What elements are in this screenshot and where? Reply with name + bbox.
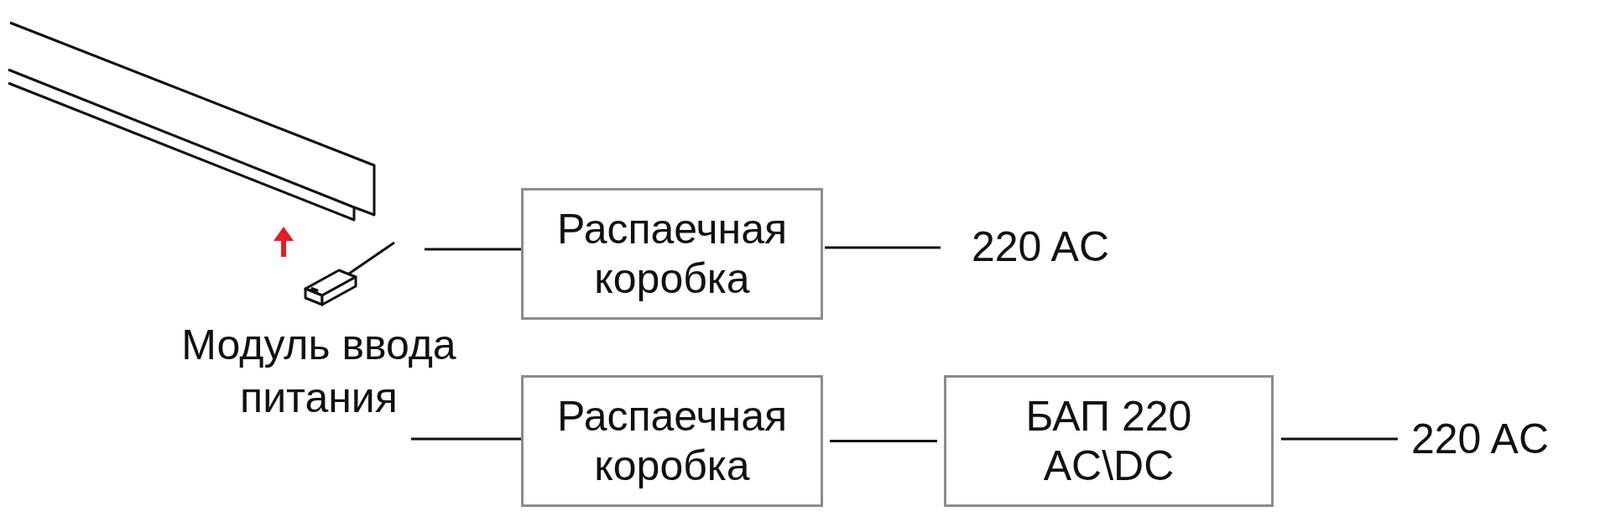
voltage-label: 220 AC: [1411, 412, 1592, 466]
box-text: Распаечная коробка: [537, 204, 807, 304]
box-text: БАП 220 AC\DC: [979, 391, 1240, 491]
process-box: Распаечная коробка: [521, 187, 824, 320]
process-box: Распаечная коробка: [521, 375, 824, 507]
process-box: БАП 220 AC\DC: [943, 375, 1274, 507]
track-profile: [10, 22, 375, 215]
wire-connector: [829, 439, 938, 443]
part-label: Модуль ввода питания: [142, 318, 496, 424]
box-text: Распаечная коробка: [537, 391, 807, 491]
voltage-label: 220 AC: [971, 220, 1224, 274]
red-arrow: [273, 226, 294, 257]
power-module-icon: [305, 242, 395, 305]
track-profile: [8, 69, 355, 220]
